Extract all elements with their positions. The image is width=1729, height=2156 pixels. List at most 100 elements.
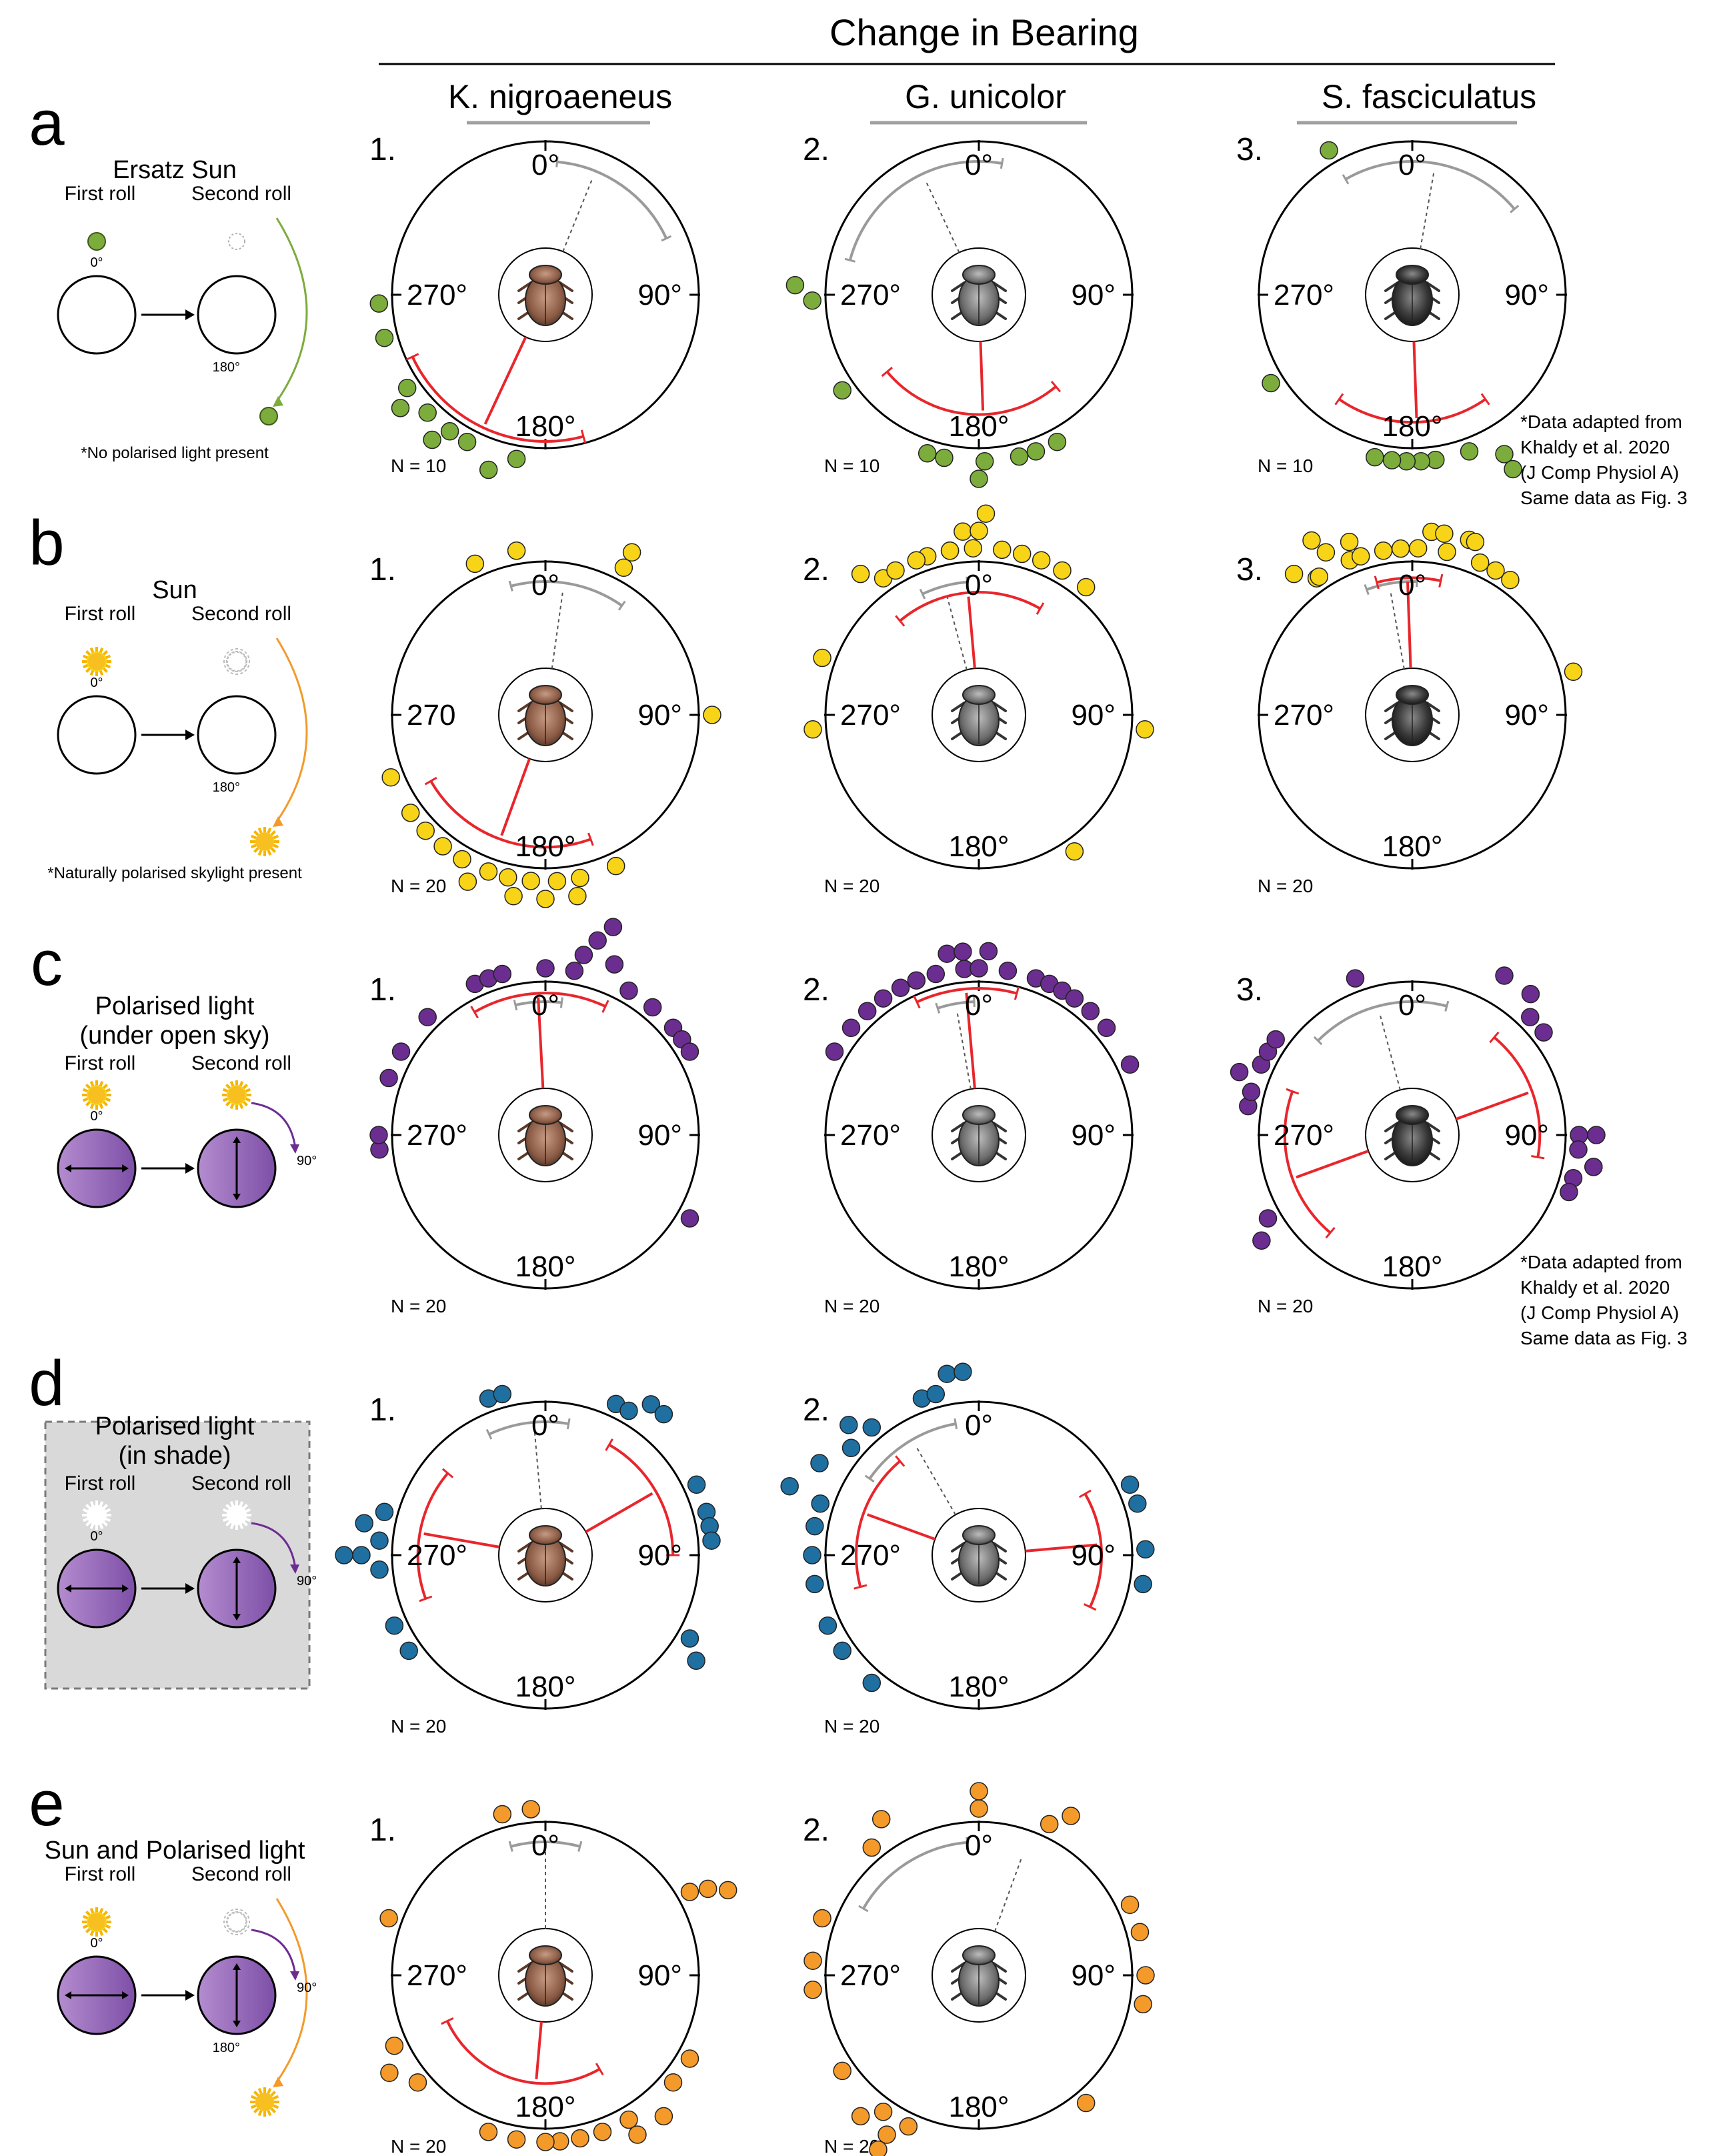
- sun-ray: [245, 1517, 251, 1522]
- sun-ray: [82, 1097, 89, 1102]
- data-point: [547, 872, 567, 891]
- tick-label-90: 90°: [1071, 279, 1116, 311]
- panel-number: 1.: [369, 132, 396, 167]
- mean-ci-cap: [1489, 1031, 1500, 1044]
- data-point: [1065, 989, 1084, 1008]
- tick-label-180: 180°: [948, 410, 1009, 443]
- control-mean-vector: [956, 1010, 972, 1090]
- data-point: [654, 2107, 673, 2126]
- condition-title: (in shade): [119, 1442, 231, 1470]
- tick-label-180: 180°: [515, 830, 575, 863]
- sun-ray: [267, 850, 272, 856]
- polarisation-arrowheads: [233, 1963, 241, 2027]
- data-point: [1587, 1126, 1606, 1144]
- tick-label-90: 90°: [1071, 1539, 1116, 1572]
- data-point: [803, 1546, 821, 1564]
- data-point: [940, 542, 960, 560]
- arena-circle: [57, 695, 137, 775]
- sun-ray: [257, 2087, 263, 2094]
- data-point: [493, 1805, 512, 1824]
- panel-number: 1.: [369, 972, 396, 1008]
- data-point: [869, 2140, 888, 2156]
- data-point: [355, 1514, 373, 1532]
- data-point: [993, 540, 1012, 560]
- data-point: [1302, 531, 1321, 550]
- condition-title: Ersatz Sun: [113, 156, 237, 184]
- sun-ray: [225, 667, 231, 673]
- data-point: [1230, 1062, 1249, 1082]
- data-point: [507, 542, 526, 560]
- data-point: [862, 1838, 882, 1857]
- data-point: [440, 422, 459, 441]
- sun-ray: [89, 1930, 95, 1937]
- sun-disc: [227, 1505, 247, 1525]
- cloud-sun-icon: [82, 1500, 111, 1530]
- control-ci-cap: [966, 576, 969, 588]
- data-point: [976, 504, 996, 523]
- control-ci-cap: [485, 1428, 493, 1440]
- data-point: [954, 1362, 972, 1381]
- data-point: [680, 2049, 699, 2068]
- polar-plot-a-3: 0°90°180°270°3.N = 10: [1236, 132, 1567, 479]
- note-line: Same data as Fig. 3: [1520, 487, 1688, 508]
- data-point: [1062, 1807, 1080, 1825]
- beetle-head: [529, 1945, 562, 1965]
- tick-label-270: 270°: [840, 1539, 901, 1572]
- sun-disc: [255, 2093, 274, 2111]
- data-point: [918, 444, 937, 463]
- rotation-arc-90: [251, 1522, 297, 1569]
- first-roll-label: First roll: [65, 1052, 136, 1074]
- polar-plot-a-1: 0°90°180°270°1.N = 10: [369, 132, 700, 479]
- sun-ray: [225, 1911, 231, 1917]
- rotation-arc-90: [251, 1929, 297, 1976]
- sun-ray: [222, 1097, 229, 1102]
- sun-ray: [102, 650, 108, 656]
- sun-ray: [102, 1911, 108, 1917]
- sun-ray: [245, 1924, 251, 1929]
- mean-ci-arc: [473, 992, 606, 1014]
- data-point: [453, 850, 471, 869]
- sun-ray: [239, 1930, 244, 1937]
- tick-label-180: 180°: [948, 830, 1009, 863]
- sample-size: N = 20: [824, 876, 880, 896]
- data-point: [938, 1364, 956, 1383]
- data-point: [571, 868, 589, 888]
- tick-label-180: 180°: [948, 1250, 1009, 1283]
- control-ci-arc: [488, 1420, 569, 1436]
- mean-vector: [1406, 582, 1412, 669]
- end-label: 180°: [213, 360, 240, 375]
- sun-ray: [225, 1504, 231, 1510]
- control-ci-cap: [844, 257, 855, 263]
- beetle-leg: [1384, 1122, 1399, 1132]
- sun-ray: [273, 844, 279, 849]
- data-point: [970, 959, 988, 978]
- sun-ray: [245, 1097, 251, 1102]
- data-point: [1284, 564, 1304, 584]
- mean-ci-arc: [1338, 397, 1486, 424]
- data-point: [872, 1810, 891, 1829]
- beetle-head: [529, 1525, 562, 1545]
- sample-size: N = 10: [391, 455, 446, 476]
- data-point: [1391, 539, 1410, 558]
- tick-label-180: 180°: [1382, 830, 1442, 863]
- mean-vector: [979, 341, 985, 411]
- tick-label-0: 0°: [1398, 989, 1426, 1022]
- sun-ray: [239, 1080, 244, 1087]
- sun-ray: [105, 1508, 111, 1513]
- data-point: [1316, 543, 1336, 562]
- data-point: [369, 294, 389, 313]
- data-point: [458, 872, 477, 891]
- beetle-leg: [559, 702, 573, 712]
- data-point: [1351, 547, 1370, 566]
- end-label: 90°: [297, 1981, 317, 1995]
- sun-icon: [222, 1080, 251, 1110]
- data-point: [1501, 570, 1520, 590]
- end-label: 90°: [297, 1574, 317, 1588]
- data-point: [938, 944, 956, 963]
- data-point: [370, 1531, 389, 1550]
- sun-ray: [225, 1084, 231, 1090]
